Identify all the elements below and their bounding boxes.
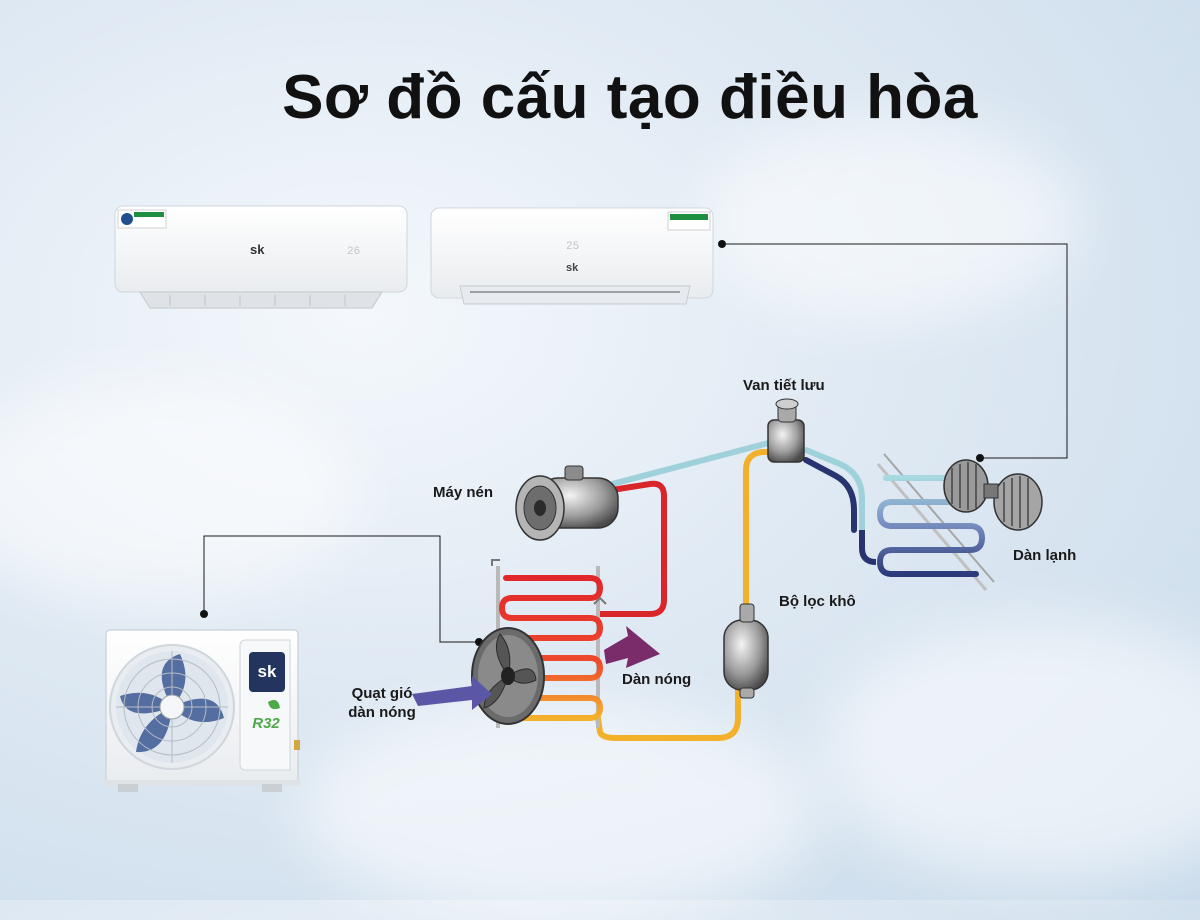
indoor-unit-1-display: 26 — [347, 246, 360, 258]
diagram-canvas: sk 26 25 sk — [104, 205, 1068, 792]
evaporator-inlet-line — [803, 447, 865, 533]
cool-air-arrow — [412, 676, 492, 710]
dryer-filter — [723, 603, 769, 699]
leader-lines — [203, 243, 1068, 643]
expansion-valve — [767, 398, 805, 463]
suction-line — [609, 437, 783, 487]
label-condenser-fan-line1: Quạt gió — [351, 685, 413, 702]
label-dryer-filter: Bộ lọc khô — [779, 593, 856, 610]
evaporator-blower — [943, 459, 1043, 531]
page-title: Sơ đồ cấu tạo điều hòa — [282, 63, 978, 132]
indoor-unit-2: 25 sk — [430, 207, 714, 305]
indoor-unit-2-display: 25 — [566, 241, 579, 253]
label-condenser-fan: Quạt gió dàn nóng — [339, 684, 425, 722]
cold-line — [803, 457, 857, 533]
leaf-icon — [268, 700, 280, 710]
hot-gas-line — [597, 480, 667, 617]
label-condenser-fan-line2: dàn nóng — [348, 704, 416, 721]
indoor-unit-1: sk 26 — [114, 205, 408, 309]
leader-dot-evaporator — [976, 454, 984, 462]
outdoor-unit-brand-badge — [249, 652, 285, 692]
label-expansion-valve: Van tiết lưu — [743, 377, 825, 394]
compressor — [515, 465, 619, 541]
condenser-fan — [471, 627, 545, 725]
outdoor-unit-logo: sk — [258, 662, 277, 681]
label-compressor: Máy nén — [433, 484, 494, 501]
liquid-line-lower — [595, 673, 741, 741]
hot-air-arrow — [604, 626, 660, 668]
label-condenser: Dàn nóng — [622, 671, 692, 688]
outdoor-unit: sk R32 — [104, 629, 300, 792]
indoor-unit-2-logo: sk — [566, 262, 579, 274]
liquid-line-upper — [743, 449, 783, 613]
outdoor-fan-icon — [120, 654, 224, 753]
leader-dot-indoor — [718, 240, 726, 248]
refrigerant-badge: R32 — [252, 715, 280, 732]
leader-dot-outdoor — [200, 610, 208, 618]
label-evaporator: Dàn lạnh — [1013, 547, 1077, 564]
indoor-unit-1-logo: sk — [250, 242, 265, 257]
